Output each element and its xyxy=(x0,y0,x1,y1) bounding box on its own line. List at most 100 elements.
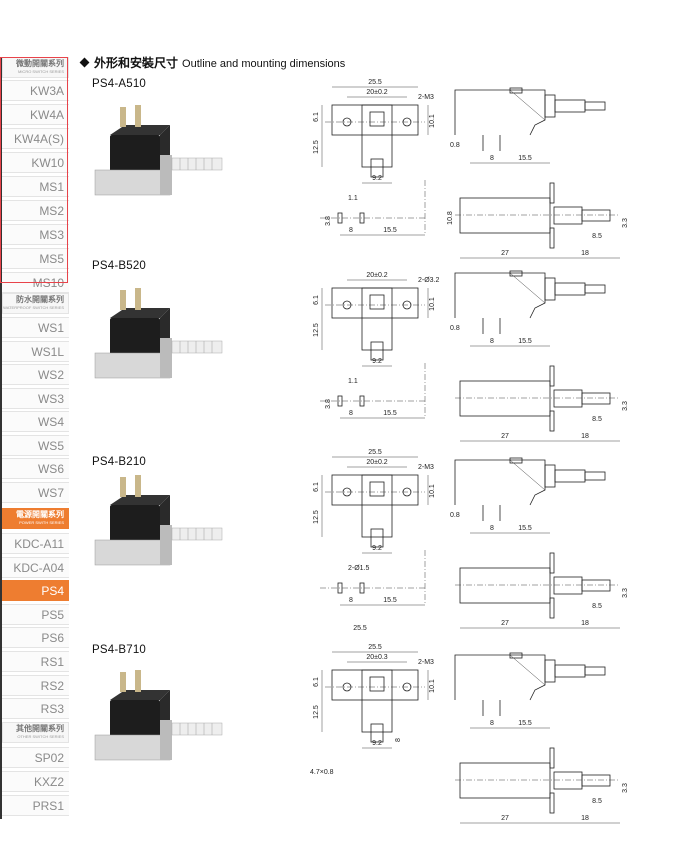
terminal-outline xyxy=(370,341,384,361)
sidebar-item-ws6[interactable]: WS6 xyxy=(2,458,69,479)
sidebar-item-ws4[interactable]: WS4 xyxy=(2,411,69,432)
heading-zh: 外形和安裝尺寸 xyxy=(94,56,179,70)
group-title-en: POWER SWITH SERIES xyxy=(19,520,64,525)
terminal xyxy=(135,288,141,310)
bracket-flange xyxy=(160,525,172,565)
sidebar-item-ps5[interactable]: PS5 xyxy=(2,603,69,625)
top-flange xyxy=(549,597,555,619)
sidebar-item-kdca04[interactable]: KDC-A04 xyxy=(2,556,69,578)
sidebar-item-ws3[interactable]: WS3 xyxy=(2,387,69,409)
group-title-zh: 微動開關系列 xyxy=(16,59,64,68)
sidebar-item-ms1[interactable]: MS1 xyxy=(2,176,69,197)
dimension-label: 10.8 xyxy=(447,211,454,225)
plunger-tip xyxy=(584,471,606,481)
dimension-label: 6.1 xyxy=(313,482,320,492)
side-tab xyxy=(509,457,523,464)
dimension-label: 9.2 xyxy=(372,358,382,365)
top-plunger xyxy=(553,576,583,595)
sidebar-item-ws1[interactable]: WS1 xyxy=(2,317,69,338)
dimension-label: 20±0.2 xyxy=(366,459,387,466)
terminal xyxy=(135,475,141,497)
dimension-label: 12.5 xyxy=(313,323,320,337)
dimension-label: 8 xyxy=(349,227,353,234)
dimension-label: 8 xyxy=(349,597,353,604)
terminal-outline xyxy=(370,158,384,178)
dimension-label: 6.1 xyxy=(313,677,320,687)
flange xyxy=(544,94,556,118)
terminal xyxy=(120,672,126,692)
dimension-label: 20±0.3 xyxy=(366,654,387,661)
sidebar-item-rs3[interactable]: RS3 xyxy=(2,698,69,720)
sidebar-item-kxz2[interactable]: KXZ2 xyxy=(2,771,69,792)
switch-body-top xyxy=(110,308,170,318)
dimension-label: 15.5 xyxy=(383,597,397,604)
dimension-label: 15.5 xyxy=(383,227,397,234)
sidebar-item-ws7[interactable]: WS7 xyxy=(2,481,69,503)
product-photo xyxy=(94,475,223,566)
sidebar-item-kw4a[interactable]: KW4A xyxy=(2,104,69,125)
plunger-tip xyxy=(584,284,606,294)
inner-square xyxy=(369,481,385,497)
side-body xyxy=(454,89,546,136)
sidebar-item-kw3a[interactable]: KW3A xyxy=(2,80,69,101)
sidebar-item-rs2[interactable]: RS2 xyxy=(2,674,69,696)
terminal-outline xyxy=(370,528,384,548)
sidebar-item-sp02[interactable]: SP02 xyxy=(2,747,69,768)
model-title: PS4-B210 xyxy=(92,456,147,468)
dimension-label: 15.5 xyxy=(518,338,532,345)
dimension-label: 3.3 xyxy=(622,588,629,598)
top-body xyxy=(459,567,551,604)
dimension-label: 10.1 xyxy=(429,114,436,128)
top-body xyxy=(459,762,551,799)
dimension-label: 10.1 xyxy=(429,297,436,311)
dimension-label: 18 xyxy=(581,620,589,627)
top-flange xyxy=(549,410,555,432)
top-plunger xyxy=(553,771,583,790)
sidebar-item-ws5[interactable]: WS5 xyxy=(2,434,69,456)
sidebar-item-ps6[interactable]: PS6 xyxy=(2,627,69,649)
plunger xyxy=(171,722,223,736)
terminal xyxy=(135,670,141,692)
mounting-bracket xyxy=(94,169,171,196)
dimension-label: 27 xyxy=(501,815,509,822)
sidebar-item-ms3[interactable]: MS3 xyxy=(2,224,69,245)
inner-square xyxy=(369,111,385,127)
sidebar-item-kw10[interactable]: KW10 xyxy=(2,152,69,173)
side-tab xyxy=(509,270,523,277)
mounting-plate xyxy=(331,104,419,136)
sidebar-item-ms2[interactable]: MS2 xyxy=(2,200,69,221)
flange xyxy=(544,277,556,301)
plunger-outline xyxy=(554,282,586,296)
sidebar-item-rs1[interactable]: RS1 xyxy=(2,651,69,672)
mounting-bracket xyxy=(94,352,171,379)
group-title-en: OTHER SWITCH SERIES xyxy=(17,734,64,739)
dimension-label: 6.1 xyxy=(313,295,320,305)
dimension-label: 27 xyxy=(501,433,509,440)
dimension-label: 25.5 xyxy=(368,644,382,651)
group-title-en: MICRO SWITCH SERIES xyxy=(17,69,64,74)
model-title: PS4-B520 xyxy=(92,260,147,272)
dimension-label: 8 xyxy=(490,720,494,727)
sidebar-item-ws1l[interactable]: WS1L xyxy=(2,340,69,362)
dimension-label: 1.1 xyxy=(348,378,358,385)
heading-en: Outline and mounting dimensions xyxy=(182,58,346,70)
flange xyxy=(544,464,556,488)
sidebar-item-kdca11[interactable]: KDC-A11 xyxy=(2,533,69,554)
dimension-label: 2-Ø1.5 xyxy=(348,565,370,572)
sidebar-item-prs1[interactable]: PRS1 xyxy=(2,795,69,816)
sidebar-item-ws2[interactable]: WS2 xyxy=(2,364,69,385)
dimension-label: 8.5 xyxy=(592,798,602,805)
sidebar-item-kw4as[interactable]: KW4A(S) xyxy=(2,128,69,149)
mounting-bracket xyxy=(94,539,171,566)
model-title: PS4-B710 xyxy=(92,644,147,656)
sidebar-item-ps4[interactable]: PS4 xyxy=(2,580,69,602)
dimension-label: 27 xyxy=(501,620,509,627)
dimension-label: 8 xyxy=(490,525,494,532)
sidebar-item-ms5[interactable]: MS5 xyxy=(2,248,69,269)
plunger-tip xyxy=(584,666,606,676)
